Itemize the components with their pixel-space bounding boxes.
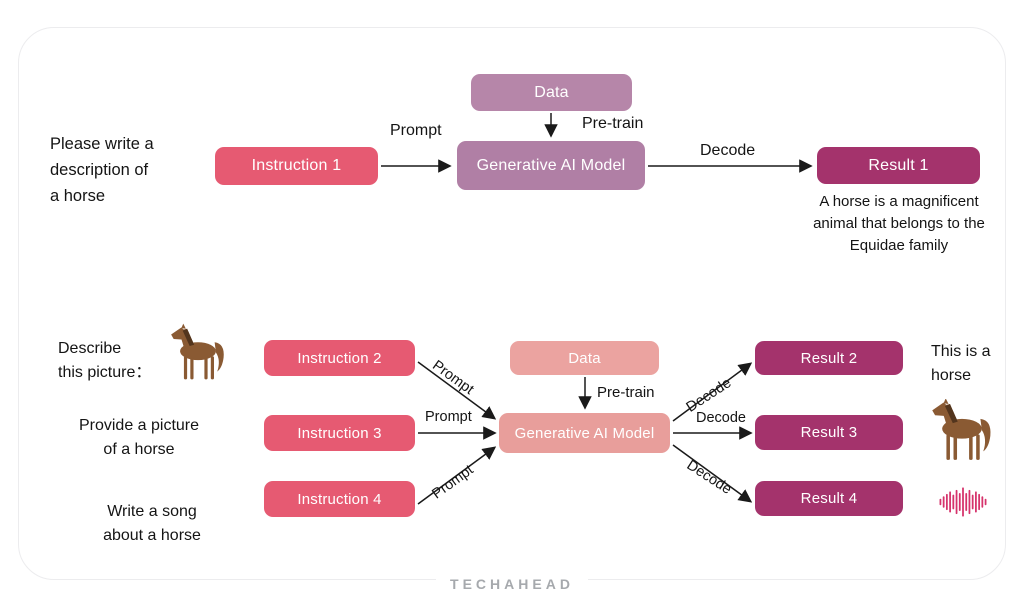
prompt-arrow-label-3: Prompt <box>425 409 472 425</box>
pretrain-arrow-label-top: Pre-train <box>582 115 644 132</box>
instruction-4-box: Instruction 4 <box>264 481 415 517</box>
result-4-box: Result 4 <box>755 481 903 516</box>
horse-image-2 <box>922 399 1002 467</box>
result-2-output-text: This is a horse <box>931 343 991 384</box>
result-3-box: Result 3 <box>755 415 903 450</box>
generative-ai-model-box-top: Generative AI Model <box>457 141 645 190</box>
instruction-2-box: Instruction 2 <box>264 340 415 376</box>
result-1-output-text: A horse is a magnificent animal that bel… <box>813 193 985 254</box>
instruction-1-box: Instruction 1 <box>215 147 378 185</box>
horse-image-1 <box>166 316 230 394</box>
bottom-prompt-text-1: Describe this picture： <box>58 340 152 381</box>
instruction-3-box: Instruction 3 <box>264 415 415 451</box>
result-2-box: Result 2 <box>755 341 903 375</box>
generative-ai-model-box-bottom: Generative AI Model <box>499 413 670 453</box>
data-box-bottom: Data <box>510 341 659 375</box>
bottom-prompt-text-3: Write a song about a horse <box>103 503 201 544</box>
decode-arrow-label-top: Decode <box>700 142 756 159</box>
brand-logo-text: TECHAHEAD <box>436 576 588 592</box>
data-box-top: Data <box>471 74 632 111</box>
result-1-box: Result 1 <box>817 147 980 184</box>
brand-logo: TECHAHEAD <box>0 576 1024 592</box>
pretrain-arrow-label-bottom: Pre-train <box>597 384 655 401</box>
decode-arrow-label-3: Decode <box>696 410 746 426</box>
audio-waveform-icon <box>939 487 987 517</box>
top-user-prompt-text: Please write a description of a horse <box>50 135 154 205</box>
bottom-prompt-text-2: Provide a picture of a horse <box>78 417 200 458</box>
prompt-arrow-label-top: Prompt <box>390 122 442 139</box>
